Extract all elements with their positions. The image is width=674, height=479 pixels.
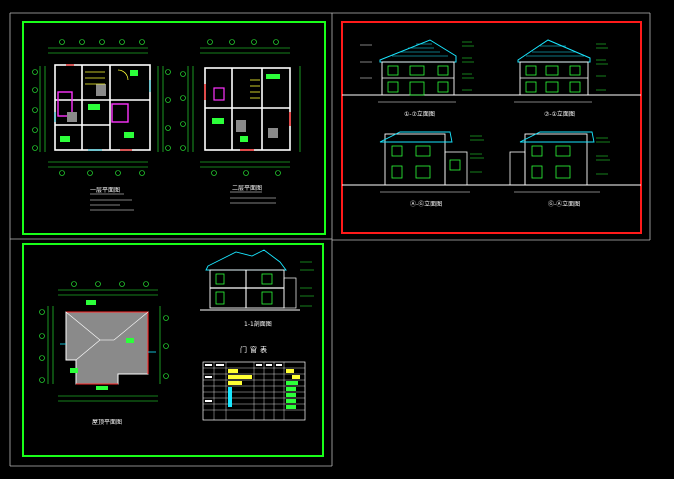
sheet-frame-floor-plans[interactable] bbox=[22, 21, 326, 235]
elevation-b-title: ⑦-①立面图 bbox=[544, 110, 575, 118]
second-floor-plan bbox=[180, 39, 301, 176]
elevation-d-title: Ⓖ-Ⓐ立面图 bbox=[548, 200, 580, 208]
elevation-b bbox=[514, 39, 608, 103]
section-1-1-title: 1-1剖面图 bbox=[244, 320, 272, 328]
door-window-schedule-title: 门窗表 bbox=[240, 345, 270, 354]
roof-plan-title: 屋顶平面图 bbox=[92, 419, 122, 426]
ground-floor-plan bbox=[32, 39, 171, 176]
roof-plan bbox=[39, 281, 169, 402]
elevation-a-title: ①-⑦立面图 bbox=[404, 110, 435, 118]
sheet-frame-roof-section[interactable] bbox=[22, 243, 324, 457]
elevation-c-title: Ⓐ-Ⓖ立面图 bbox=[410, 200, 442, 208]
door-window-schedule-table bbox=[202, 361, 306, 421]
outer-boundary bbox=[9, 12, 651, 467]
elevation-d bbox=[509, 131, 610, 193]
ground-floor-plan-title: 一层平面图 bbox=[90, 187, 120, 194]
sheet-frame-elevations[interactable] bbox=[341, 21, 642, 234]
section-1-1 bbox=[200, 249, 314, 311]
elevation-c bbox=[379, 131, 484, 193]
elevation-a bbox=[360, 39, 474, 103]
second-floor-plan-title: 二层平面图 bbox=[232, 185, 262, 192]
